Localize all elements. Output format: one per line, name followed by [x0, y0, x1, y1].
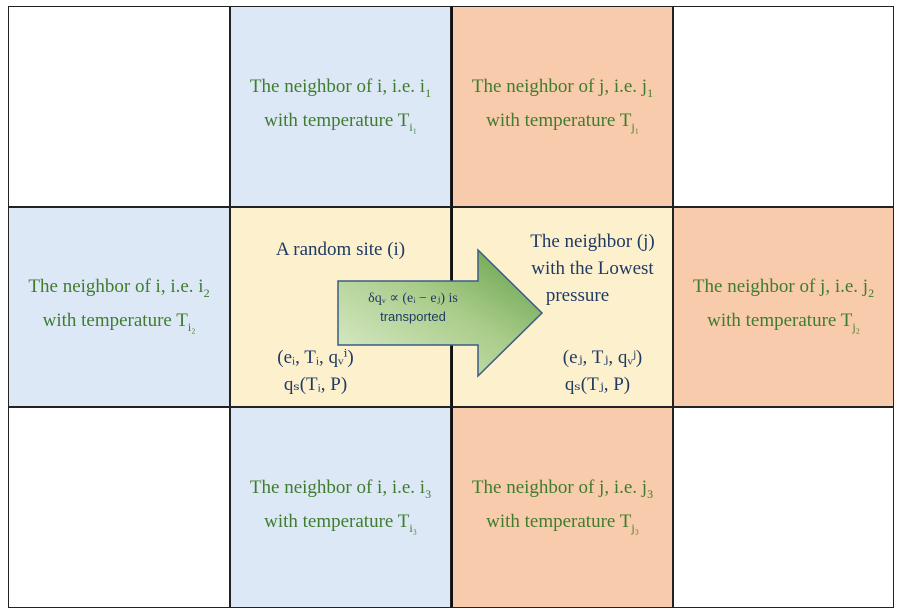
arrow-label-line1: δqᵥ ∝ (eᵢ − eⱼ) is [368, 291, 458, 306]
neighbor-j3-temp: with temperature Tj₃ [486, 510, 639, 535]
cell-empty-top-left [8, 6, 230, 207]
neighbor-j2-temp-subscript: j₂ [852, 319, 860, 334]
cell-neighbor-j3: The neighbor of j, i.e. j3 with temperat… [451, 407, 673, 608]
cell-empty-bottom-left [8, 407, 230, 608]
lattice-grid: The neighbor of i, i.e. i1 with temperat… [8, 6, 894, 608]
neighbor-j2-label: The neighbor of j, i.e. j2 [692, 276, 875, 300]
neighbor-i2-label: The neighbor of i, i.e. i2 [28, 276, 210, 300]
neighbor-j1-temp-subscript: j₁ [631, 119, 639, 134]
cell-empty-bottom-right [673, 407, 894, 608]
random-site-qs: qₛ(Tᵢ, P) [283, 374, 348, 395]
lowest-neighbor-line2: with the Lowest [531, 258, 654, 279]
cell-neighbor-j1: The neighbor of j, i.e. j1 with temperat… [451, 6, 673, 207]
neighbor-i3-temp-subscript: i₃ [409, 520, 417, 535]
lowest-neighbor-line3: pressure [545, 285, 610, 306]
neighbor-i2-subscript: 2 [203, 286, 210, 300]
lowest-neighbor-line1: The neighbor (j) [530, 231, 655, 252]
neighbor-i1-temp: with temperature Ti₁ [264, 109, 417, 134]
neighbor-j1-subscript: 1 [647, 85, 654, 100]
lowest-neighbor-state: (eⱼ, Tⱼ, qᵥʲ) [562, 347, 643, 368]
cell-neighbor-j2: The neighbor of j, i.e. j2 with temperat… [673, 207, 894, 407]
neighbor-i3-subscript: 3 [425, 486, 432, 501]
neighbor-i2-temp-subscript: i₂ [187, 319, 196, 334]
neighbor-j1-label: The neighbor of j, i.e. j1 [471, 75, 654, 100]
cell-empty-top-right [673, 6, 894, 207]
arrow-label-line2: transported [380, 309, 446, 324]
arrow-label: δqᵥ ∝ (eᵢ − eⱼ) is transported [338, 290, 488, 326]
lowest-neighbor-qs: qₛ(Tⱼ, P) [564, 374, 631, 395]
neighbor-i1-label: The neighbor of i, i.e. i1 [249, 75, 432, 100]
random-site-state: (eᵢ, Tᵢ, qᵥⁱ) [277, 347, 354, 368]
cell-neighbor-i1: The neighbor of i, i.e. i1 with temperat… [230, 6, 451, 207]
transport-arrow-icon [337, 248, 544, 378]
neighbor-i3-temp: with temperature Ti₃ [264, 510, 417, 535]
cell-neighbor-i3: The neighbor of i, i.e. i3 with temperat… [230, 407, 451, 608]
neighbor-j3-label: The neighbor of j, i.e. j3 [471, 476, 654, 501]
neighbor-i2-temp: with temperature Ti₂ [42, 310, 196, 334]
neighbor-j2-subscript: 2 [868, 286, 875, 300]
neighbor-i3-label: The neighbor of i, i.e. i3 [249, 476, 432, 501]
neighbor-j3-subscript: 3 [647, 486, 654, 501]
neighbor-j2-temp: with temperature Tj₂ [707, 310, 860, 334]
neighbor-i1-temp-subscript: i₁ [409, 119, 417, 134]
neighbor-j1-temp: with temperature Tj₁ [486, 109, 639, 134]
neighbor-j3-temp-subscript: j₃ [631, 520, 639, 535]
random-site-title: A random site (i) [275, 239, 406, 260]
neighbor-i1-subscript: 1 [425, 85, 432, 100]
cell-neighbor-i2: The neighbor of i, i.e. i2 with temperat… [8, 207, 230, 407]
